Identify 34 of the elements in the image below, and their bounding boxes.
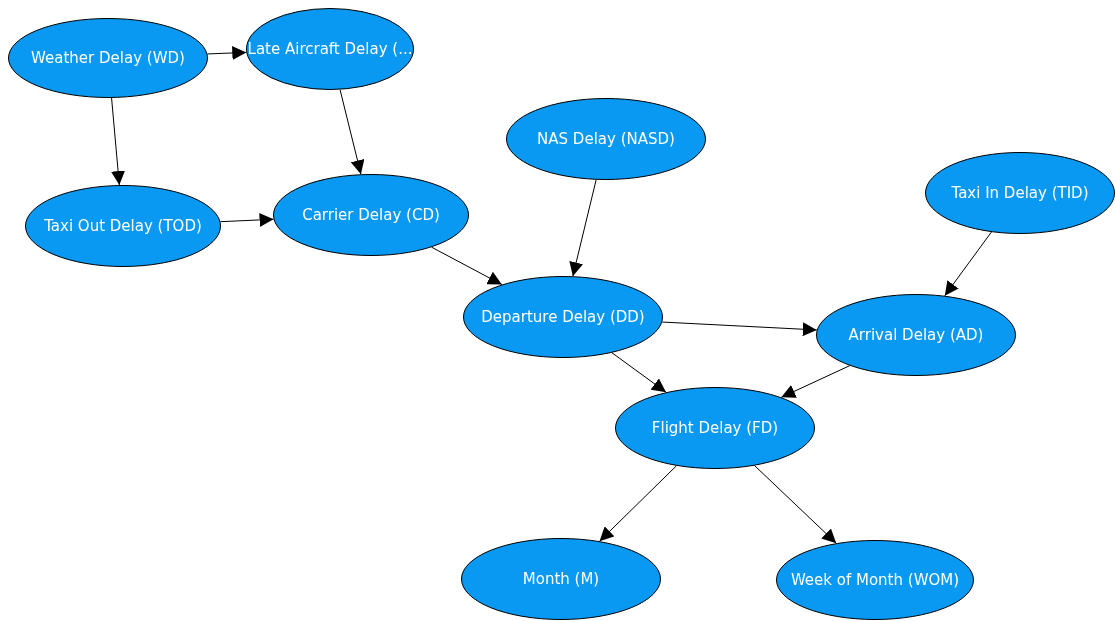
ellipse-node [25, 185, 221, 267]
arrow [207, 45, 247, 60]
ellipse-node [463, 276, 663, 358]
arrow [661, 321, 818, 337]
ellipse-node [8, 18, 208, 98]
arrow [569, 179, 597, 277]
ellipse-node [615, 387, 815, 469]
ellipse-node [925, 152, 1115, 234]
node-label: Taxi In Delay (TID) [951, 184, 1089, 202]
ellipse-node [246, 8, 414, 90]
node-label: Carrier Delay (CD) [302, 206, 440, 224]
ellipse-node [273, 174, 469, 256]
arrow [219, 212, 275, 227]
node-label: Flight Delay (FD) [651, 419, 779, 437]
node-label: Week of Month (WOM) [790, 571, 960, 589]
ellipse-node [816, 294, 1016, 376]
ellipse-node [776, 540, 974, 620]
ellipse-node [461, 538, 661, 620]
arrow [431, 246, 503, 286]
node-label: Arrival Delay (AD) [848, 326, 984, 344]
arrow [111, 97, 126, 186]
node-label: Month (M) [522, 570, 600, 588]
arrow [611, 352, 667, 393]
node-label: Late Aircraft Delay (... [247, 40, 413, 58]
arrow [780, 365, 851, 398]
ellipse-node [506, 98, 706, 180]
arrow [599, 465, 677, 542]
node-label: Taxi Out Delay (TOD) [44, 217, 202, 235]
arrow [754, 465, 837, 544]
node-label: NAS Delay (NASD) [537, 130, 675, 148]
arrow [339, 89, 365, 175]
arrow [944, 231, 992, 297]
node-label: Weather Delay (WD) [31, 49, 185, 67]
node-label: Departure Delay (DD) [481, 308, 645, 326]
